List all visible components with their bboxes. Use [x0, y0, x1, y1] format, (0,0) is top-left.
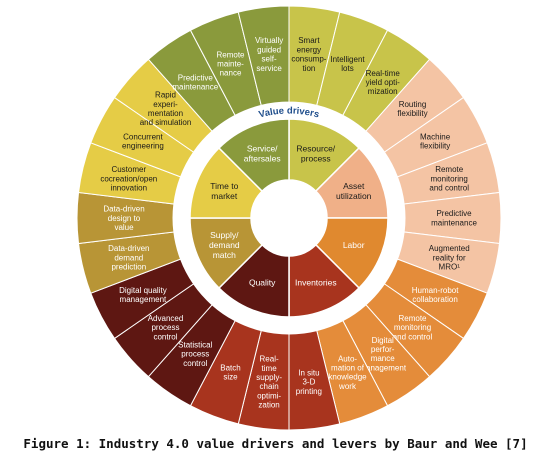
center-hub	[251, 180, 327, 256]
driver-label: Labor	[343, 240, 365, 250]
value-drivers-label-text: Value drivers	[258, 105, 321, 120]
driver-label: Inventories	[295, 278, 337, 288]
figure-caption: Figure 1: Industry 4.0 value drivers and…	[23, 436, 528, 451]
driver-label: Resource/process	[296, 143, 335, 163]
driver-label: Quality	[249, 278, 276, 288]
value-drivers-label: Value drivers	[258, 105, 321, 120]
driver-label: Service/aftersales	[244, 143, 281, 163]
